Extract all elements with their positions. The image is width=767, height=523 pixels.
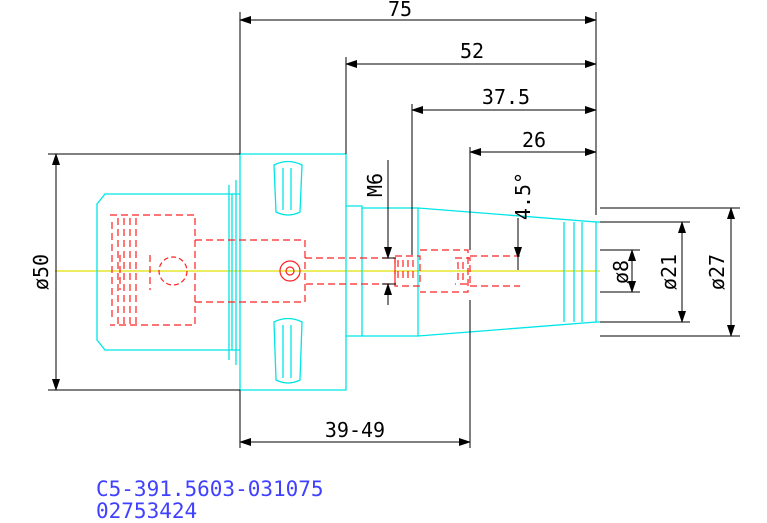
part-code: 02753424 [96,499,197,523]
dim-label-75: 75 [388,0,412,21]
dim-label-37-5: 37.5 [482,85,530,109]
dim-label-39-49: 39-49 [325,418,385,442]
dim-label-26: 26 [522,128,546,152]
dim-label-dia50: ø50 [29,254,53,290]
dim-label-m6: M6 [363,173,387,197]
dim-label-dia21: ø21 [657,254,681,290]
dim-label-dia27: ø27 [705,254,729,290]
dimension-lines [48,12,740,448]
dim-label-angle: 4.5° [511,172,535,220]
part-number: C5-391.5603-031075 [96,477,324,501]
hidden-lines [110,214,520,326]
dim-label-dia8: ø8 [609,260,633,284]
dim-label-52: 52 [460,39,484,63]
